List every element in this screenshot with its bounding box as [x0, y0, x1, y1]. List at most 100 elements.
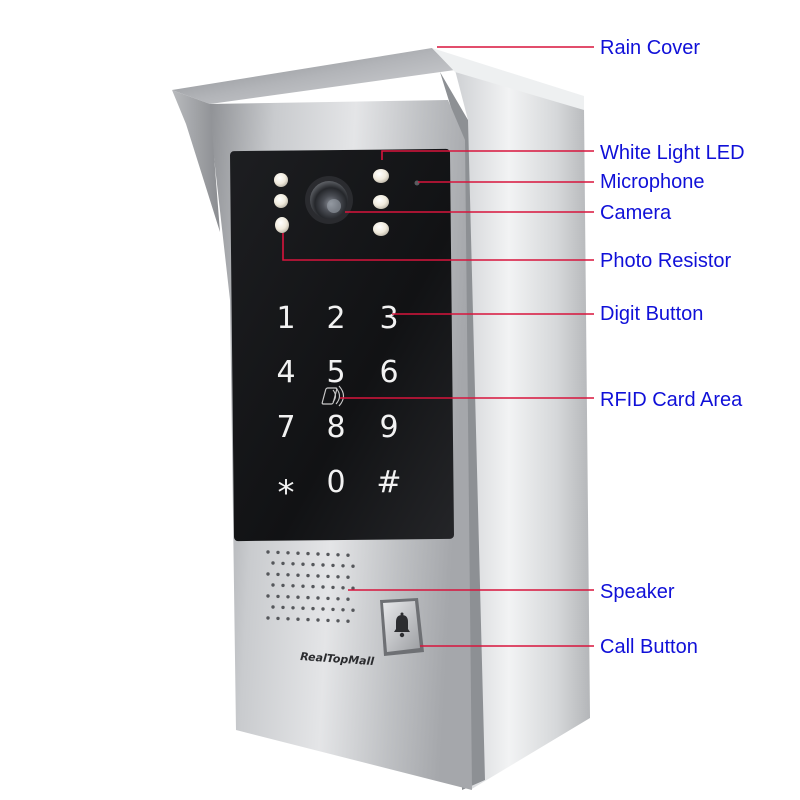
speaker-hole: [301, 606, 305, 610]
key-5[interactable]: 5: [326, 355, 345, 390]
speaker-hole: [321, 585, 325, 589]
speaker-hole: [266, 550, 270, 554]
label-rfid-card-area: RFID Card Area: [600, 389, 743, 411]
speaker-hole: [276, 594, 280, 599]
white-led: [274, 194, 288, 208]
speaker-hole: [346, 575, 350, 579]
speaker-hole: [336, 619, 340, 623]
speaker-hole: [266, 594, 270, 598]
speaker-hole: [276, 550, 280, 555]
speaker-hole: [296, 551, 300, 555]
speaker-hole: [346, 553, 350, 557]
speaker-hole: [351, 608, 355, 612]
speaker-hole: [336, 553, 340, 557]
speaker-hole: [346, 619, 350, 623]
brand-logo: RealTopMall: [300, 650, 375, 668]
label-speaker: Speaker: [600, 581, 675, 603]
speaker-hole: [341, 564, 345, 568]
label-photo-resistor: Photo Resistor: [600, 250, 732, 272]
speaker-hole: [316, 596, 320, 600]
speaker-hole: [326, 574, 330, 579]
speaker-hole: [296, 595, 300, 599]
white-led: [373, 195, 389, 209]
speaker-hole: [336, 575, 340, 579]
speaker-hole: [306, 617, 310, 622]
speaker-hole: [266, 572, 270, 576]
speaker-hole: [321, 607, 325, 611]
speaker-hole: [296, 573, 300, 577]
speaker-hole: [286, 551, 290, 555]
speaker-hole: [291, 562, 295, 566]
speaker-hole: [326, 552, 330, 557]
keypad-panel: [230, 148, 454, 542]
label-camera: Camera: [600, 202, 672, 224]
key-2[interactable]: 2: [326, 301, 345, 336]
speaker-hole: [351, 564, 355, 568]
speaker-hole: [266, 616, 270, 620]
key-1[interactable]: 1: [276, 301, 295, 336]
white-led: [373, 169, 389, 183]
label-call-button: Call Button: [600, 636, 698, 658]
speaker-hole: [271, 605, 275, 609]
speaker-hole: [301, 584, 305, 588]
speaker-hole: [306, 595, 310, 600]
key-9[interactable]: 9: [379, 410, 398, 445]
led-left-column: [274, 173, 289, 233]
speaker-hole: [301, 562, 305, 566]
key-3[interactable]: 3: [379, 301, 398, 336]
key-4[interactable]: 4: [276, 355, 295, 390]
photo-resistor: [275, 217, 289, 233]
speaker-hole: [316, 552, 320, 556]
speaker-hole: [306, 573, 310, 578]
label-microphone: Microphone: [600, 171, 705, 193]
rfid-card-icon: [321, 385, 345, 407]
photo-resistor-line: [282, 233, 594, 261]
key-6[interactable]: 6: [379, 355, 398, 390]
speaker-hole: [286, 595, 290, 599]
speaker-hole: [311, 606, 315, 611]
key-0[interactable]: 0: [326, 465, 345, 500]
speaker-hole: [326, 618, 330, 623]
speaker-hole: [311, 562, 315, 567]
key-hash[interactable]: #: [376, 465, 401, 500]
speaker-hole: [286, 573, 290, 577]
key-7[interactable]: 7: [276, 410, 295, 445]
speaker-hole: [341, 608, 345, 612]
speaker-grille: [266, 550, 355, 623]
speaker-hole: [311, 584, 315, 589]
speaker-hole: [306, 551, 310, 556]
speaker-hole: [281, 561, 285, 566]
speaker-hole: [291, 584, 295, 588]
label-white-light-led: White Light LED: [600, 142, 745, 164]
speaker-hole: [276, 616, 280, 621]
led-right-column: [373, 169, 389, 236]
speaker-hole: [281, 583, 285, 588]
key-8[interactable]: 8: [326, 410, 345, 445]
label-rain-cover: Rain Cover: [600, 37, 701, 59]
call-button[interactable]: [380, 598, 424, 656]
speaker-hole: [351, 586, 355, 590]
speaker-hole: [271, 583, 275, 587]
callout-lines: [282, 46, 594, 647]
white-led: [373, 222, 389, 236]
housing-side: [455, 70, 590, 790]
speaker-hole: [331, 585, 335, 590]
speaker-hole: [321, 563, 325, 567]
rain-cover-left: [172, 90, 220, 232]
bell-icon: [394, 612, 410, 638]
speaker-hole: [276, 572, 280, 577]
white-led: [274, 173, 288, 187]
rain-cover-side: [432, 48, 584, 110]
speaker-hole: [331, 563, 335, 568]
camera-lens: [305, 176, 353, 224]
speaker-hole: [331, 607, 335, 612]
speaker-hole: [326, 596, 330, 601]
white-light-led-line: [381, 150, 594, 160]
speaker-hole: [281, 605, 285, 610]
speaker-hole: [291, 606, 295, 610]
speaker-hole: [316, 574, 320, 578]
key-star[interactable]: *: [278, 473, 295, 513]
